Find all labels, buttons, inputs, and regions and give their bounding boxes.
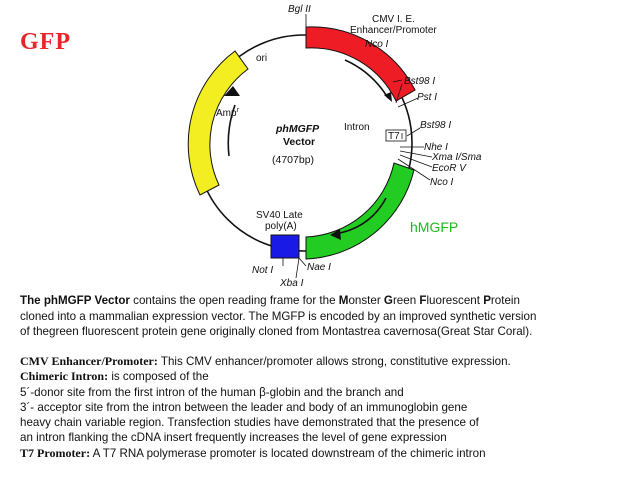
- note-line-6: an intron flanking the cDNA insert frequ…: [20, 431, 447, 445]
- t7-label: T7: [388, 131, 400, 142]
- naei-label: Nae I: [307, 262, 331, 273]
- plasmid-map: T7 Bgl II CMV I. E. Enhancer/Promoter Nc…: [187, 4, 482, 289]
- sv40-label-line1: SV40 Late: [256, 210, 303, 221]
- amp-label: Ampr: [216, 107, 240, 119]
- word-rotein: rotein: [490, 294, 520, 307]
- cmv-direction-arrow: [344, 59, 389, 99]
- psti-label: Pst I: [417, 92, 437, 103]
- vector-description: The phMGFP Vector contains the open read…: [20, 293, 630, 340]
- amp-label-sup: r: [237, 107, 240, 114]
- note-line-5: heavy chain variable region. Transfectio…: [20, 416, 479, 430]
- intron-key: Chimeric Intron:: [20, 369, 109, 384]
- amp-direction-arrow: [227, 104, 236, 157]
- note-t7: T7 Promoter: A T7 RNA polymerase promote…: [20, 446, 630, 461]
- word-onster: onster: [348, 294, 384, 307]
- word-reen: reen: [392, 294, 420, 307]
- description-line-2: cloned into a mammalian expression vecto…: [20, 309, 537, 323]
- intron-text: is composed of the: [108, 370, 209, 384]
- vector-name-bold: The phMGFP Vector: [20, 294, 130, 307]
- intron-label: Intron: [344, 122, 370, 133]
- note-cmv: CMV Enhancer/Promoter: This CMV enhancer…: [20, 354, 630, 369]
- cmv-arrowhead: [384, 92, 392, 102]
- amp-label-text: Amp: [216, 108, 237, 119]
- bst98-label-2: Bst98 I: [420, 120, 451, 131]
- cmv-label-line1: CMV I. E.: [372, 14, 415, 25]
- t7-text: A T7 RNA polymerase promoter is located …: [90, 446, 486, 460]
- xbai-label: Xba I: [279, 278, 304, 289]
- vector-name-line2: Vector: [283, 136, 315, 148]
- hmgfp-arrowhead: [330, 229, 341, 240]
- amp-arrowhead: [224, 86, 240, 96]
- cmv-key: CMV Enhancer/Promoter:: [20, 354, 158, 368]
- word-luorescent: luorescent: [426, 294, 484, 307]
- description-line-1: The phMGFP Vector contains the open read…: [20, 293, 630, 309]
- cmv-label-line2: Enhancer/Promoter: [350, 25, 437, 36]
- note-line-3: 5´-donor site from the first intron of t…: [20, 385, 404, 399]
- t7-key: T7 Promoter:: [20, 445, 91, 460]
- hmgfp-label: hMGFP: [410, 219, 458, 235]
- hmgfp-direction-arrow: [334, 197, 387, 235]
- bglii-label: Bgl II: [288, 4, 311, 15]
- ori-label: ori: [256, 53, 267, 64]
- desc-text-a: contains the open reading frame for the: [129, 294, 339, 307]
- slide-title: GFP: [20, 29, 71, 55]
- note-intron: Chimeric Intron: is composed of the: [20, 369, 630, 384]
- cmv-promoter-segment: [305, 26, 416, 102]
- vector-name-line1: phMGFP: [275, 123, 320, 135]
- xma-sma-label: Xma I/Sma: [431, 152, 482, 163]
- sv40-label-line2: poly(A): [265, 221, 297, 232]
- cmv-text: This CMV enhancer/promoter allows strong…: [157, 355, 511, 368]
- ncoi-top-label: Nco I: [365, 39, 389, 50]
- feature-notes: CMV Enhancer/Promoter: This CMV enhancer…: [20, 354, 630, 461]
- letter-g: G: [383, 294, 393, 307]
- nhei-label: Nhe I: [424, 142, 448, 153]
- ncoi-bottom-label: Nco I: [430, 177, 454, 188]
- ecorv-label: EcoR V: [432, 163, 467, 174]
- t7-promoter-box: [385, 129, 407, 142]
- noti-label: Not I: [252, 265, 273, 276]
- vector-size: (4707bp): [272, 154, 314, 166]
- letter-f: F: [419, 294, 427, 307]
- description-line-3: of thegreen fluorescent protein gene ori…: [20, 325, 533, 338]
- sv40-polya-segment: [270, 234, 300, 259]
- site-leader-lines: [282, 14, 433, 279]
- hmgfp-segment: [305, 162, 415, 260]
- bst98-label-1: Bst98 I: [404, 76, 435, 87]
- letter-m: M: [338, 294, 349, 307]
- amp-segment: [187, 50, 249, 196]
- note-line-4: 3´- acceptor site from the intron betwee…: [20, 400, 468, 414]
- letter-p: P: [483, 294, 491, 307]
